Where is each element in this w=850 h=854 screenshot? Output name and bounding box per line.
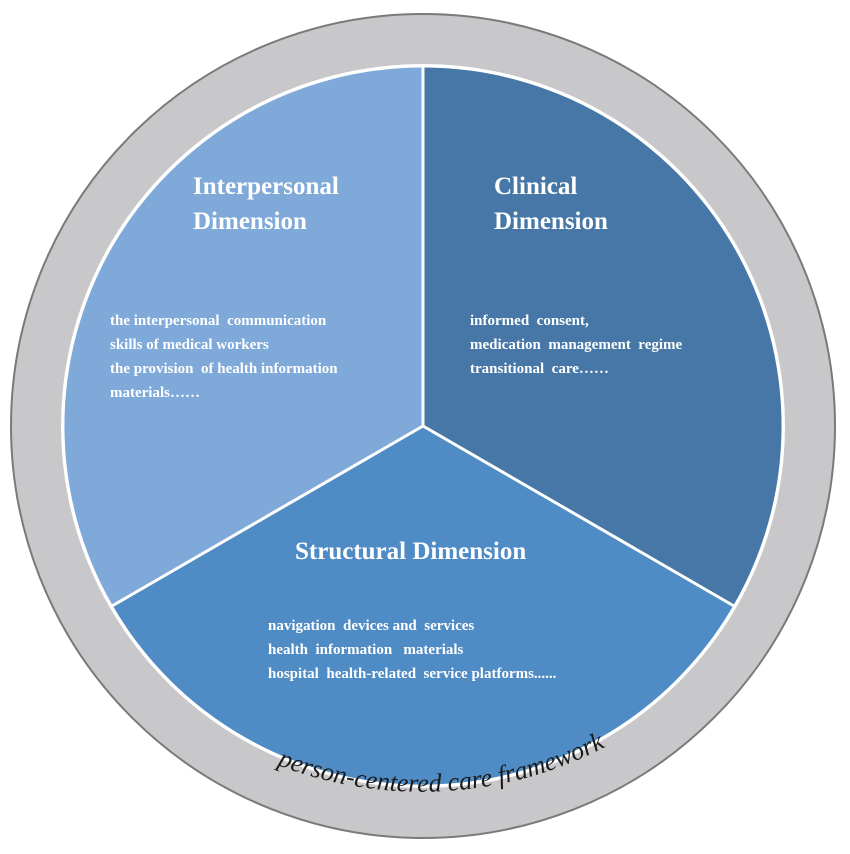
divider-left (111, 424, 424, 608)
interpersonal-item-2: skills of medical workers (110, 337, 269, 353)
interpersonal-title-line1: Interpersonal (193, 173, 339, 200)
clinical-title-line2: Dimension (494, 208, 608, 235)
clinical-item-1: informed consent, (470, 313, 589, 329)
sector-interpersonal (64, 67, 423, 606)
structural-item-1: navigation devices and services (268, 618, 474, 634)
sector-dividers (111, 67, 735, 608)
divider-right (422, 424, 735, 608)
structural-title: Structural Dimension (295, 538, 526, 565)
structural-item-2: health information materials (268, 642, 464, 658)
clinical-title-line1: Clinical (494, 173, 577, 200)
interpersonal-title-line2: Dimension (193, 208, 307, 235)
interpersonal-item-3: the provision of health information (110, 361, 338, 377)
clinical-item-3: transitional care…… (470, 361, 609, 377)
sector-clinical (423, 67, 782, 606)
clinical-item-2: medication management regime (470, 337, 683, 353)
structural-item-3: hospital health-related service platform… (268, 666, 557, 682)
interpersonal-item-1: the interpersonal communication (110, 313, 327, 329)
interpersonal-item-4: materials…… (110, 385, 200, 401)
